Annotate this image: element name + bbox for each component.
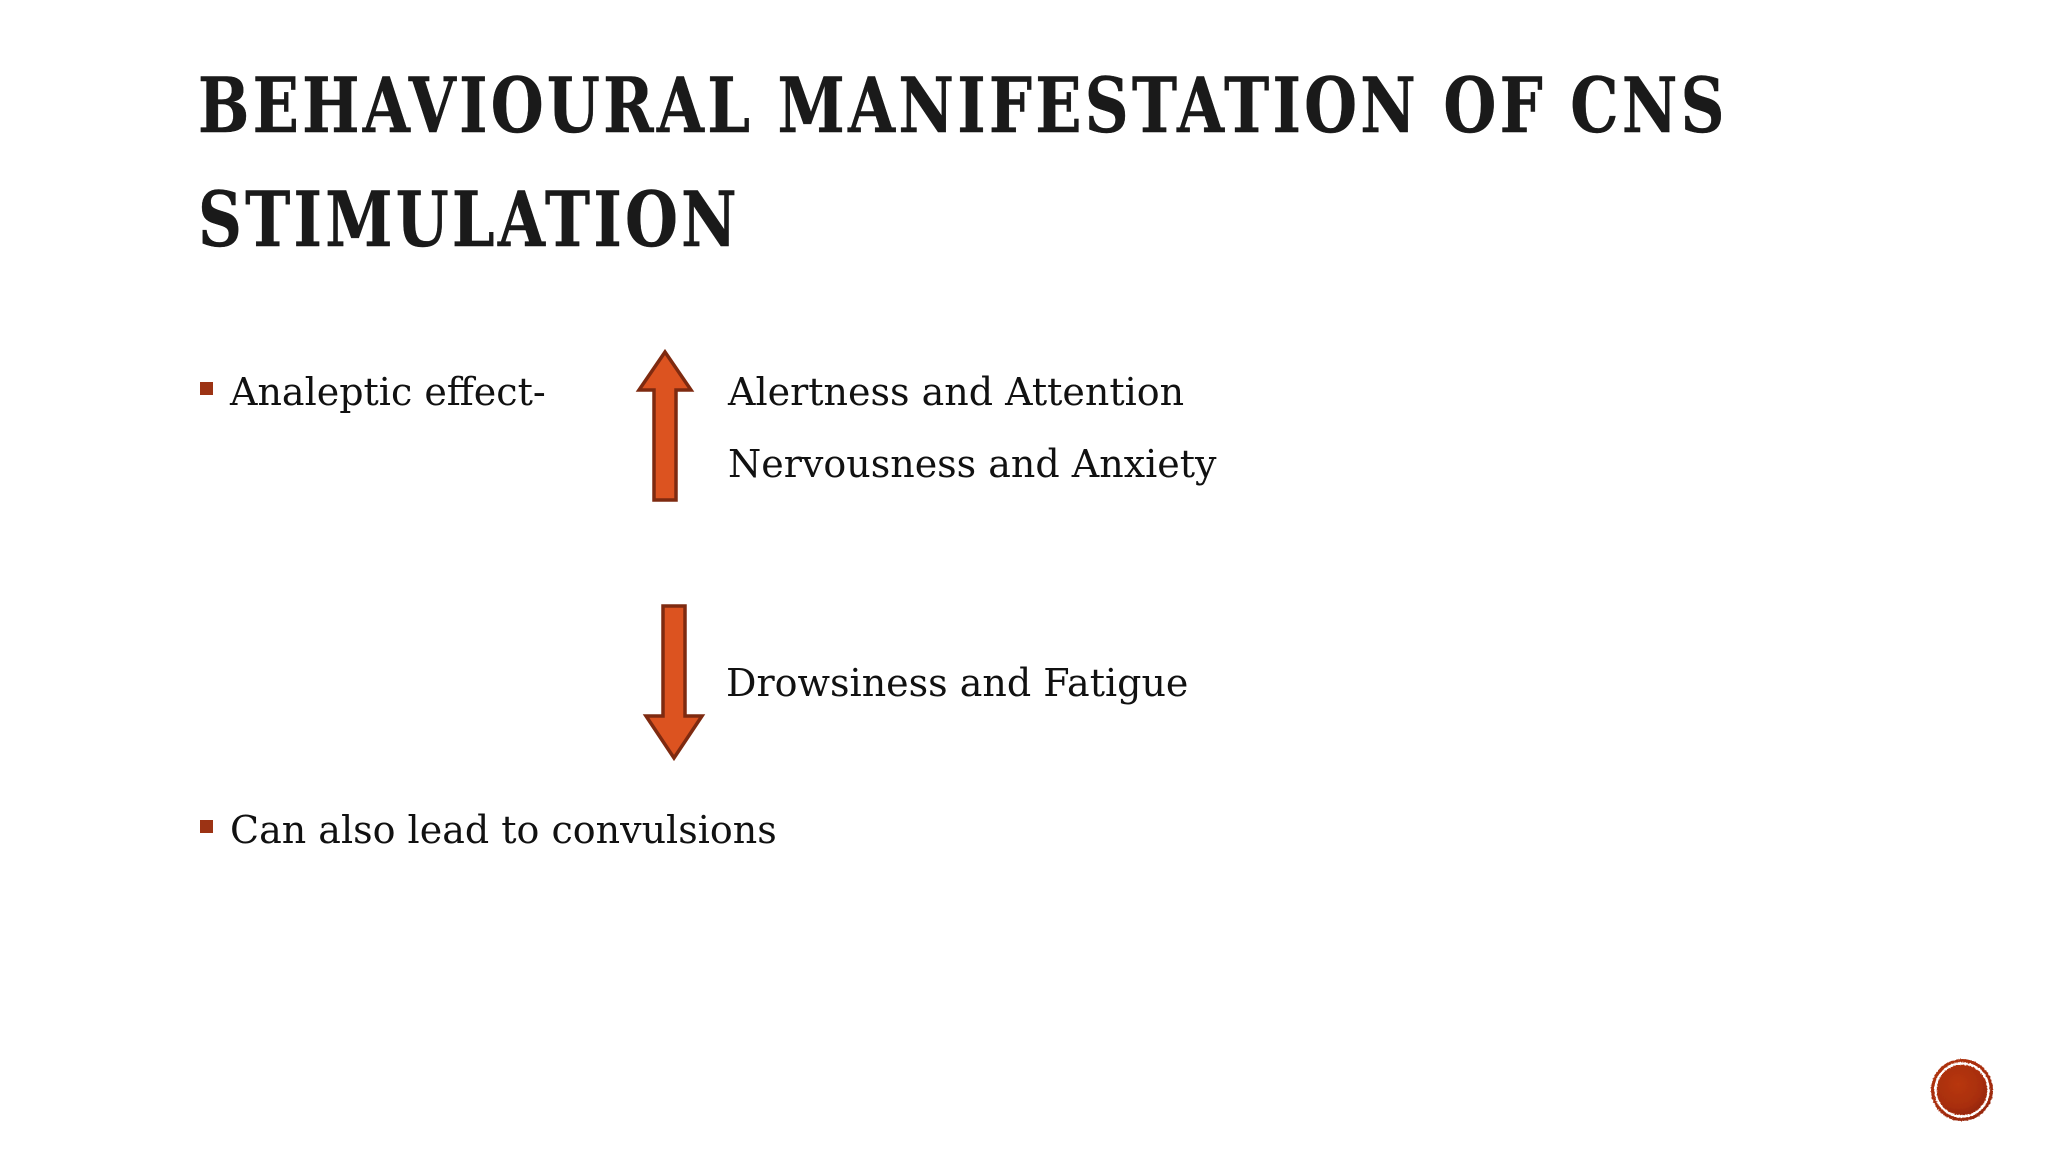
slide-title: BEHAVIOURAL MANIFESTATION OF CNS STIMULA… (198, 52, 1728, 274)
bullet-item-analeptic-effect: Analeptic effect- (200, 370, 546, 414)
circle-stamp-logo-icon (1931, 1059, 1993, 1121)
effect-text-nervousness: Nervousness and Anxiety (728, 442, 1217, 486)
effect-text-drowsiness: Drowsiness and Fatigue (726, 661, 1189, 705)
up-arrow-icon (635, 348, 695, 502)
title-line-1: BEHAVIOURAL MANIFESTATION OF CNS (198, 61, 1728, 150)
square-bullet-icon (200, 382, 213, 395)
title-line-2: STIMULATION (198, 175, 740, 264)
square-bullet-icon (200, 820, 213, 833)
bullet-item-convulsions: Can also lead to convulsions (200, 808, 777, 852)
bullet-label-analeptic-effect: Analeptic effect- (230, 370, 546, 414)
down-arrow-icon (642, 604, 706, 762)
effect-text-alertness: Alertness and Attention (728, 370, 1185, 414)
bullet-label-convulsions: Can also lead to convulsions (230, 808, 777, 852)
